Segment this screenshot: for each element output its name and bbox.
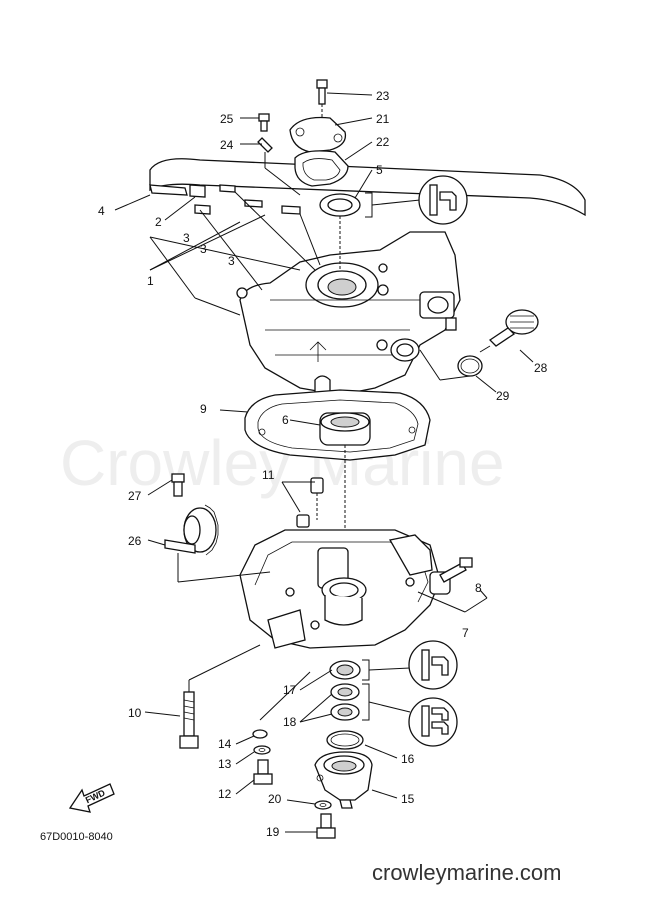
callout-10: 10 (128, 706, 142, 720)
washer-13 (253, 745, 271, 755)
pins-2-3-4 (149, 184, 321, 316)
callout-6: 6 (282, 413, 289, 427)
callout-7: 7 (462, 626, 469, 640)
callout-5: 5 (376, 163, 383, 177)
callout-4: 4 (98, 204, 105, 218)
callout-2: 2 (155, 215, 162, 229)
callout-18: 18 (283, 715, 297, 729)
callout-1: 1 (147, 274, 154, 288)
oil-seals-18 (330, 683, 411, 721)
callout-15: 15 (401, 792, 415, 806)
washer-14 (252, 729, 268, 739)
callout-23: 23 (376, 89, 390, 103)
bolt-19 (316, 813, 336, 839)
callout-3b: 3 (200, 242, 207, 256)
o-ring-16 (326, 730, 364, 750)
callout-13: 13 (218, 757, 232, 771)
callout-29: 29 (496, 389, 510, 403)
oil-filler-cap-28 (479, 309, 539, 353)
upper-casing (149, 158, 586, 396)
bolt-10 (179, 644, 261, 749)
callout-9: 9 (200, 402, 207, 416)
callout-24: 24 (220, 138, 234, 152)
callout-26: 26 (128, 534, 142, 548)
pin-24 (257, 137, 301, 196)
idler-gear-26 (164, 504, 271, 583)
callout-11: 11 (262, 468, 275, 482)
callout-19: 19 (266, 825, 280, 839)
oil-seal-17 (329, 659, 411, 681)
bolt-25 (258, 113, 270, 132)
seal-detail-middle (408, 640, 458, 690)
callout-17: 17 (283, 683, 297, 697)
bearing-6 (319, 412, 371, 570)
callout-22: 22 (376, 135, 390, 149)
dowels-11 (281, 477, 324, 528)
footer-url: crowleymarine.com (372, 860, 562, 885)
callout-27: 27 (128, 489, 142, 503)
callout-12: 12 (218, 787, 232, 801)
bolt-23 (316, 79, 328, 118)
callout-labels: 23 21 22 5 25 24 4 2 3 3 3 1 9 6 11 27 2… (98, 89, 548, 839)
cover-plate (289, 116, 349, 187)
bolt-27 (171, 473, 185, 497)
oil-seal-5 (319, 192, 421, 270)
bolt-8 (417, 557, 488, 613)
diagram-code: 67D0010-8040 (40, 831, 113, 843)
lower-casing (239, 529, 451, 649)
seal-detail-bottom (408, 697, 458, 747)
callout-25: 25 (220, 112, 234, 126)
callout-14: 14 (218, 737, 232, 751)
o-ring-29 (419, 349, 483, 381)
callout-8: 8 (475, 581, 482, 595)
washer-20 (314, 800, 332, 810)
callout-21: 21 (376, 112, 390, 126)
callout-3c: 3 (228, 254, 235, 268)
callout-16: 16 (401, 752, 415, 766)
fwd-arrow-icon: FWD (68, 783, 115, 813)
callout-28: 28 (534, 361, 548, 375)
callout-3a: 3 (183, 231, 190, 245)
oil-seal-housing-15 (314, 751, 373, 809)
bolt-12 (253, 759, 273, 785)
callout-20: 20 (268, 792, 282, 806)
leader-lines (114, 92, 534, 833)
seal-detail-top (418, 175, 468, 225)
